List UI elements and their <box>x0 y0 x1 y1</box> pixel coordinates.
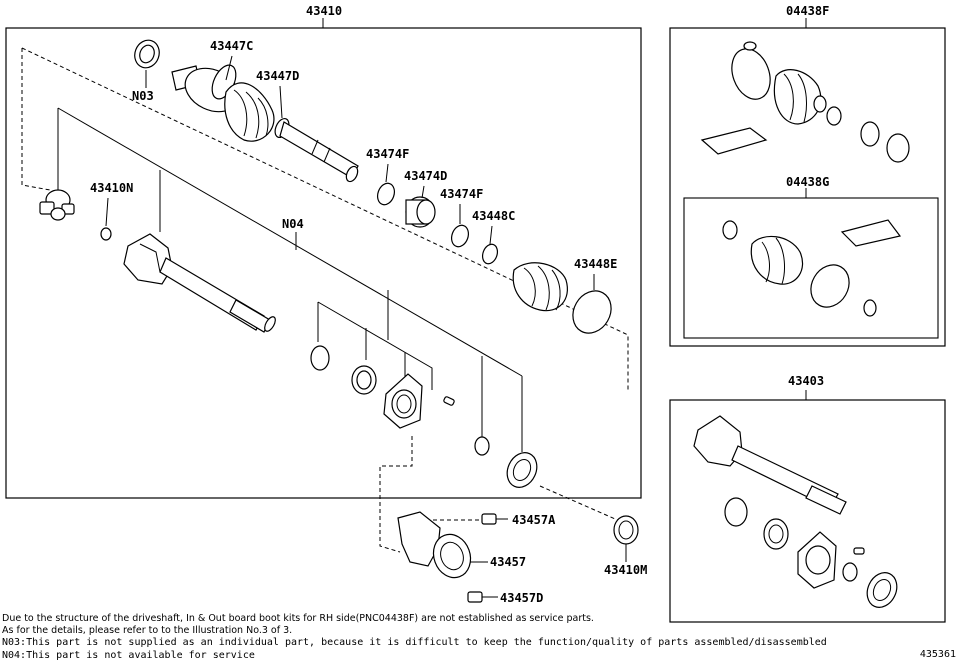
label-04438G[interactable]: 04438G <box>786 175 829 189</box>
label-43448E[interactable]: 43448E <box>574 257 617 271</box>
part-43457A-bolt[interactable] <box>481 513 508 525</box>
kit-outer-frame <box>669 27 946 347</box>
dust-seal[interactable] <box>502 448 543 492</box>
label-43474D[interactable]: 43474D <box>404 169 447 183</box>
bearing[interactable] <box>351 365 377 395</box>
label-04438F[interactable]: 04438F <box>786 4 829 18</box>
bearing-bracket[interactable] <box>383 373 423 429</box>
part-43410M-seal[interactable] <box>613 515 639 545</box>
note-line-1: Due to the structure of the driveshaft, … <box>2 613 594 624</box>
figure-number: 435361 <box>919 649 956 660</box>
part-43474F-ring-b[interactable] <box>449 223 472 249</box>
kit-inner-frame <box>683 197 939 339</box>
label-43474F-b[interactable]: 43474F <box>440 187 483 201</box>
label-N04[interactable]: N04 <box>282 217 304 231</box>
label-43410N[interactable]: 43410N <box>90 181 133 195</box>
bracket-pin[interactable] <box>443 396 455 406</box>
tripod-joint[interactable] <box>39 189 75 221</box>
part-43457-bracket[interactable] <box>397 511 476 583</box>
part-43410N-ring[interactable] <box>100 227 112 241</box>
part-43448E-clamp[interactable] <box>565 284 618 340</box>
note-line-3: N03:This part is not supplied as an indi… <box>2 637 827 648</box>
label-43457D[interactable]: 43457D <box>500 591 543 605</box>
label-43447D[interactable]: 43447D <box>256 69 299 83</box>
kit-outer-contents[interactable] <box>700 41 910 163</box>
part-43474F-ring-a[interactable] <box>375 181 398 207</box>
label-43410M[interactable]: 43410M <box>604 563 647 577</box>
label-43448C[interactable]: 43448C <box>472 209 515 223</box>
label-43457A[interactable]: 43457A <box>512 513 556 527</box>
part-43448C-clamp[interactable] <box>480 242 500 266</box>
label-43457[interactable]: 43457 <box>490 555 526 569</box>
note-line-2: As for the details, please refer to to t… <box>2 625 293 636</box>
snap-ring-left[interactable] <box>310 345 330 371</box>
inner-axle-assembly[interactable] <box>123 233 277 333</box>
inner-joint-contents[interactable] <box>693 415 902 612</box>
note-line-4: N04:This part is not available for servi… <box>2 650 255 661</box>
outer-axle-assembly[interactable] <box>171 60 360 183</box>
part-43474D-damper[interactable] <box>405 196 436 228</box>
kit-inner-contents[interactable] <box>722 219 902 317</box>
inner-joint-frame <box>669 399 946 623</box>
label-43410[interactable]: 43410 <box>306 4 342 18</box>
part-inner-boot[interactable] <box>512 262 568 312</box>
label-N03[interactable]: N03 <box>132 89 154 103</box>
label-43403[interactable]: 43403 <box>788 374 824 388</box>
snap-ring-right[interactable] <box>474 436 490 456</box>
part-43457D-bolt[interactable] <box>467 591 498 603</box>
label-43474F-a[interactable]: 43474F <box>366 147 409 161</box>
main-assembly-frame <box>5 27 642 499</box>
part-n03-seal[interactable] <box>131 37 163 72</box>
label-43447C[interactable]: 43447C <box>210 39 253 53</box>
